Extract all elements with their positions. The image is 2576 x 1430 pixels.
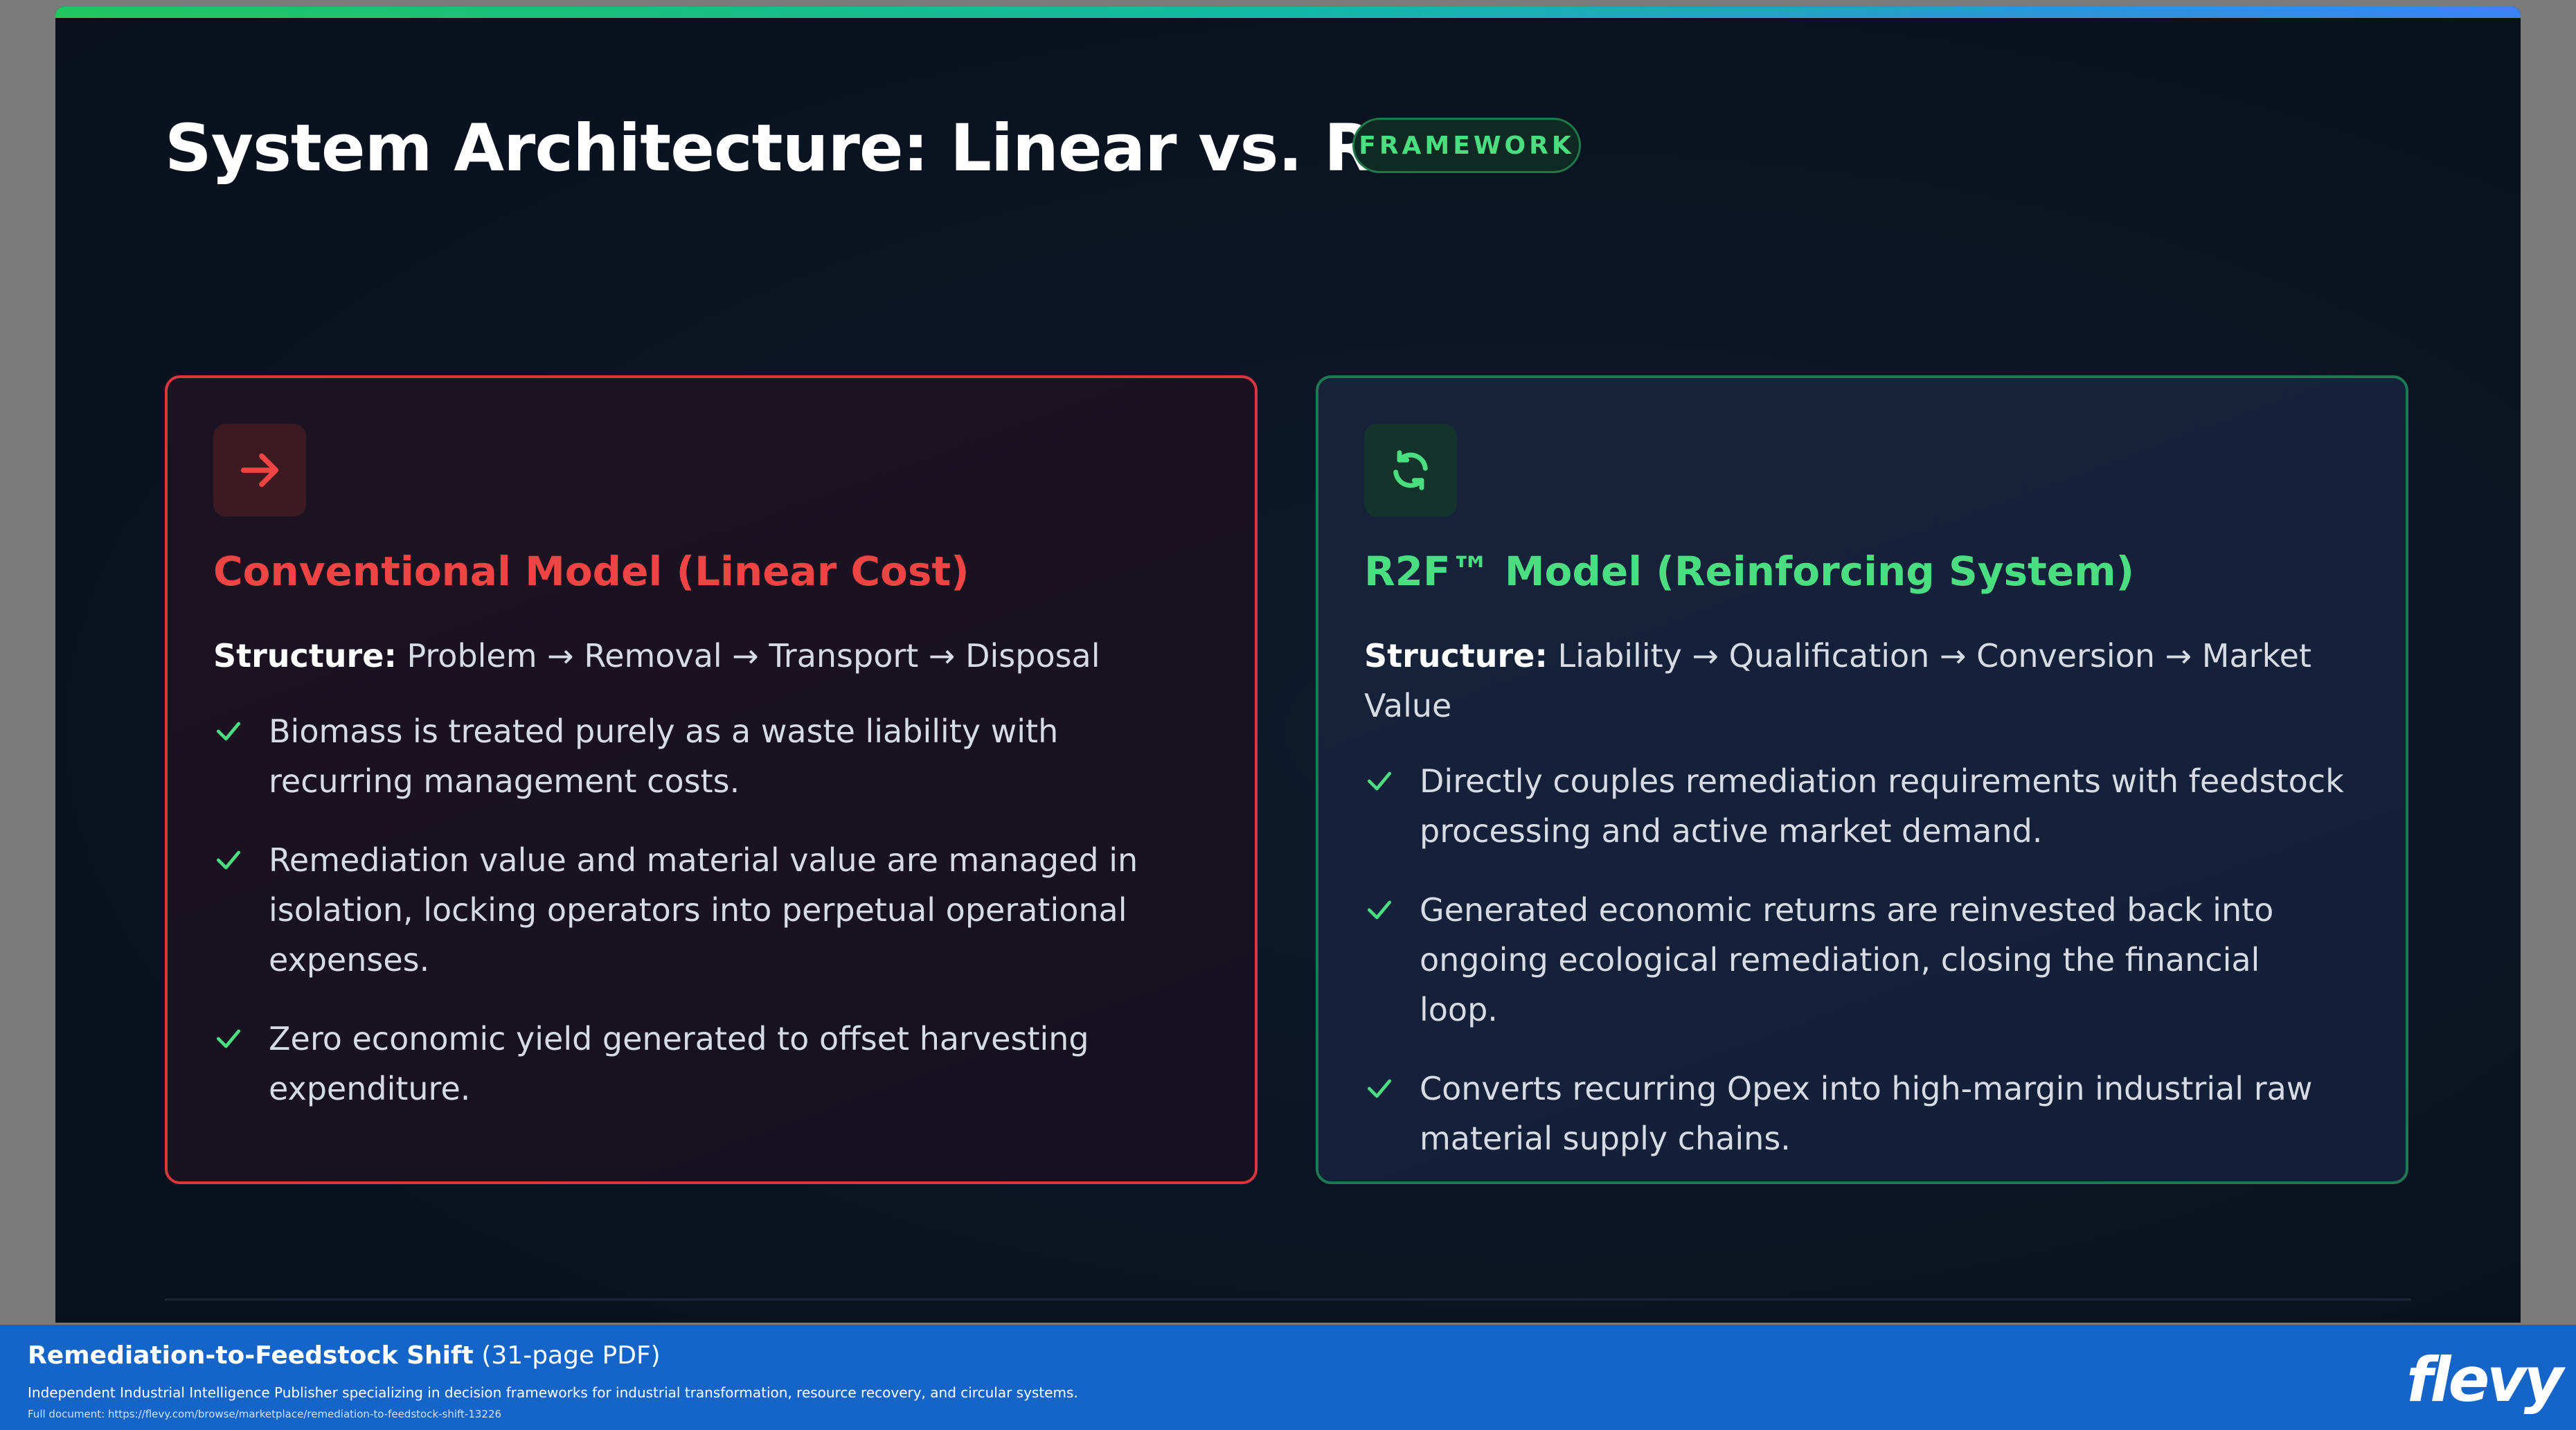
check-icon bbox=[216, 1029, 241, 1048]
conventional-model-title: Conventional Model (Linear Cost) bbox=[213, 548, 969, 595]
bullet-text: Converts recurring Opex into high-margin… bbox=[1420, 1070, 2313, 1157]
list-item: Remediation value and material value are… bbox=[213, 835, 1197, 985]
footer-document-title: Remediation-to-Feedstock Shift (31-page … bbox=[28, 1341, 661, 1370]
conventional-model-card: Conventional Model (Linear Cost) Structu… bbox=[165, 375, 1258, 1184]
recycle-icon bbox=[1364, 424, 1457, 517]
slide-divider bbox=[165, 1298, 2411, 1301]
bullet-text: Directly couples remediation requirement… bbox=[1420, 762, 2344, 850]
bullet-text: Biomass is treated purely as a waste lia… bbox=[269, 713, 1059, 800]
conventional-bullet-list: Biomass is treated purely as a waste lia… bbox=[213, 706, 1197, 1143]
document-title: Remediation-to-Feedstock Shift bbox=[28, 1341, 474, 1370]
footer-description: Independent Industrial Intelligence Publ… bbox=[28, 1384, 1078, 1401]
r2f-model-title: R2F™ Model (Reinforcing System) bbox=[1364, 548, 2135, 595]
r2f-model-card: R2F™ Model (Reinforcing System) Structur… bbox=[1316, 375, 2408, 1184]
flevy-logo[interactable]: flevy bbox=[2406, 1344, 2564, 1415]
list-item: Biomass is treated purely as a waste lia… bbox=[213, 706, 1197, 806]
list-item: Directly couples remediation requirement… bbox=[1364, 756, 2347, 856]
check-icon bbox=[1367, 1079, 1392, 1098]
slide: System Architecture: Linear vs. R2F™ FRA… bbox=[55, 7, 2521, 1323]
list-item: Generated economic returns are reinveste… bbox=[1364, 885, 2347, 1035]
check-icon bbox=[216, 722, 241, 741]
list-item: Zero economic yield generated to offset … bbox=[213, 1014, 1197, 1114]
bullet-text: Remediation value and material value are… bbox=[269, 841, 1138, 978]
bullet-text: Generated economic returns are reinveste… bbox=[1420, 891, 2274, 1028]
conventional-structure: Structure: Problem → Removal → Transport… bbox=[213, 631, 1183, 681]
r2f-bullet-list: Directly couples remediation requirement… bbox=[1364, 756, 2347, 1192]
slide-title: System Architecture: Linear vs. R2F™ bbox=[165, 111, 1527, 186]
document-pages: (31-page PDF) bbox=[481, 1341, 661, 1370]
arrow-right-icon bbox=[213, 424, 306, 517]
framework-badge: FRAMEWORK bbox=[1352, 118, 1581, 173]
document-footer: Remediation-to-Feedstock Shift (31-page … bbox=[0, 1325, 2576, 1430]
structure-text: Liability → Qualification → Conversion →… bbox=[1364, 637, 2311, 724]
structure-text: Problem → Removal → Transport → Disposal bbox=[406, 637, 1100, 674]
check-icon bbox=[1367, 771, 1392, 791]
check-icon bbox=[216, 850, 241, 870]
footer-document-link[interactable]: Full document: https://flevy.com/browse/… bbox=[28, 1408, 502, 1420]
slide-accent-bar bbox=[55, 7, 2521, 18]
list-item: Converts recurring Opex into high-margin… bbox=[1364, 1064, 2347, 1163]
structure-label: Structure: bbox=[213, 637, 397, 674]
bullet-text: Zero economic yield generated to offset … bbox=[269, 1020, 1089, 1107]
structure-label: Structure: bbox=[1364, 637, 1548, 674]
check-icon bbox=[1367, 900, 1392, 920]
r2f-structure: Structure: Liability → Qualification → C… bbox=[1364, 631, 2334, 731]
